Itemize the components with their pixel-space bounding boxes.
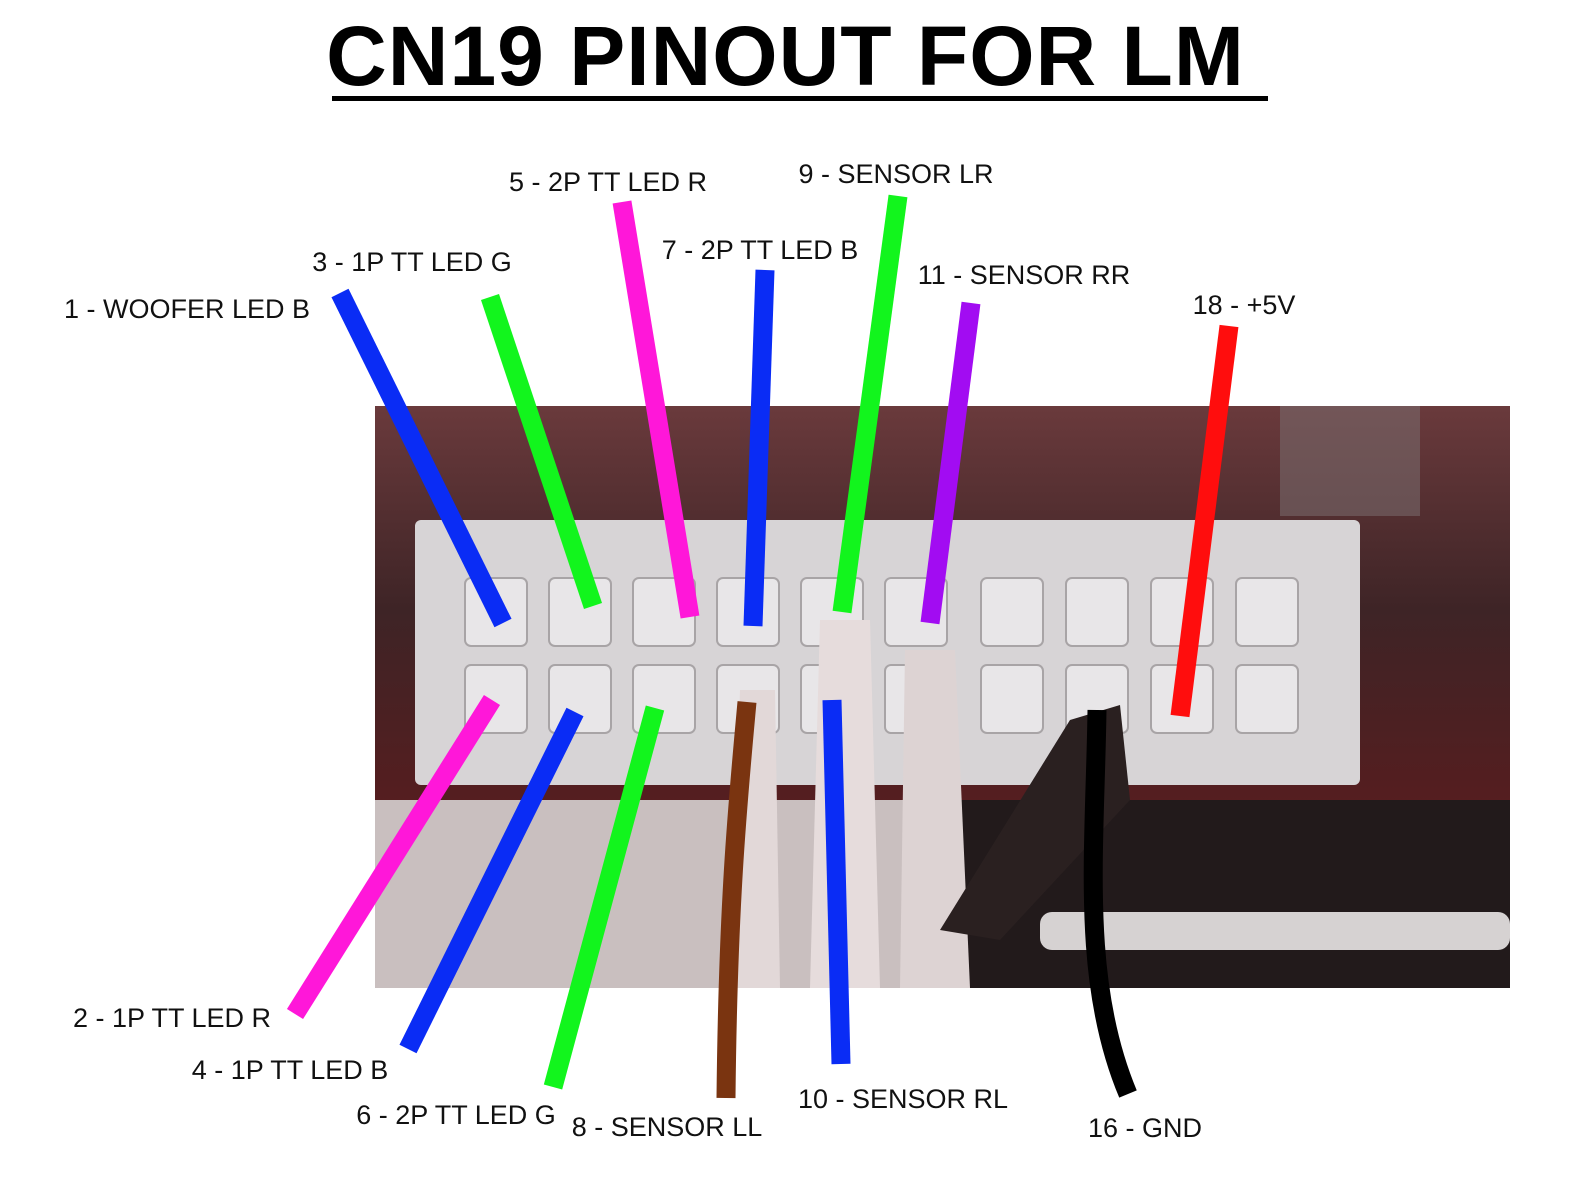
wire-pin-4 xyxy=(399,707,584,1054)
wire-pin-11 xyxy=(920,301,981,625)
label-pin-2: 2 - 1P TT LED R xyxy=(73,1003,271,1033)
diagram-title: CN19 PINOUT FOR LM xyxy=(326,9,1245,103)
wire-pin-1 xyxy=(331,288,512,628)
wire-pin-9 xyxy=(832,194,908,614)
wire-pin-3 xyxy=(480,293,603,610)
label-pin-11: 11 - SENSOR RR xyxy=(918,260,1131,290)
wire-pin-6 xyxy=(543,705,665,1090)
label-pin-18: 18 - +5V xyxy=(1193,290,1296,320)
wire-pin-8 xyxy=(716,701,757,1099)
label-pin-8: 8 - SENSOR LL xyxy=(572,1112,763,1142)
label-pin-10: 10 - SENSOR RL xyxy=(798,1084,1008,1114)
wire-pin-18 xyxy=(1170,324,1239,718)
wire-pin-5 xyxy=(612,200,700,619)
label-pin-5: 5 - 2P TT LED R xyxy=(509,167,707,197)
label-pin-3: 3 - 1P TT LED G xyxy=(312,247,512,277)
title-underline xyxy=(332,96,1268,101)
label-pin-1: 1 - WOOFER LED B xyxy=(64,294,310,324)
label-pin-9: 9 - SENSOR LR xyxy=(798,159,993,189)
wire-pin-2 xyxy=(286,694,501,1020)
wire-pin-10 xyxy=(822,699,851,1065)
label-pin-4: 4 - 1P TT LED B xyxy=(192,1055,389,1085)
label-pin-16: 16 - GND xyxy=(1088,1113,1202,1143)
label-pin-7: 7 - 2P TT LED B xyxy=(662,235,859,265)
wire-pin-7 xyxy=(743,269,775,627)
wire-pin-16 xyxy=(1083,709,1137,1098)
label-pin-6: 6 - 2P TT LED G xyxy=(356,1100,556,1130)
